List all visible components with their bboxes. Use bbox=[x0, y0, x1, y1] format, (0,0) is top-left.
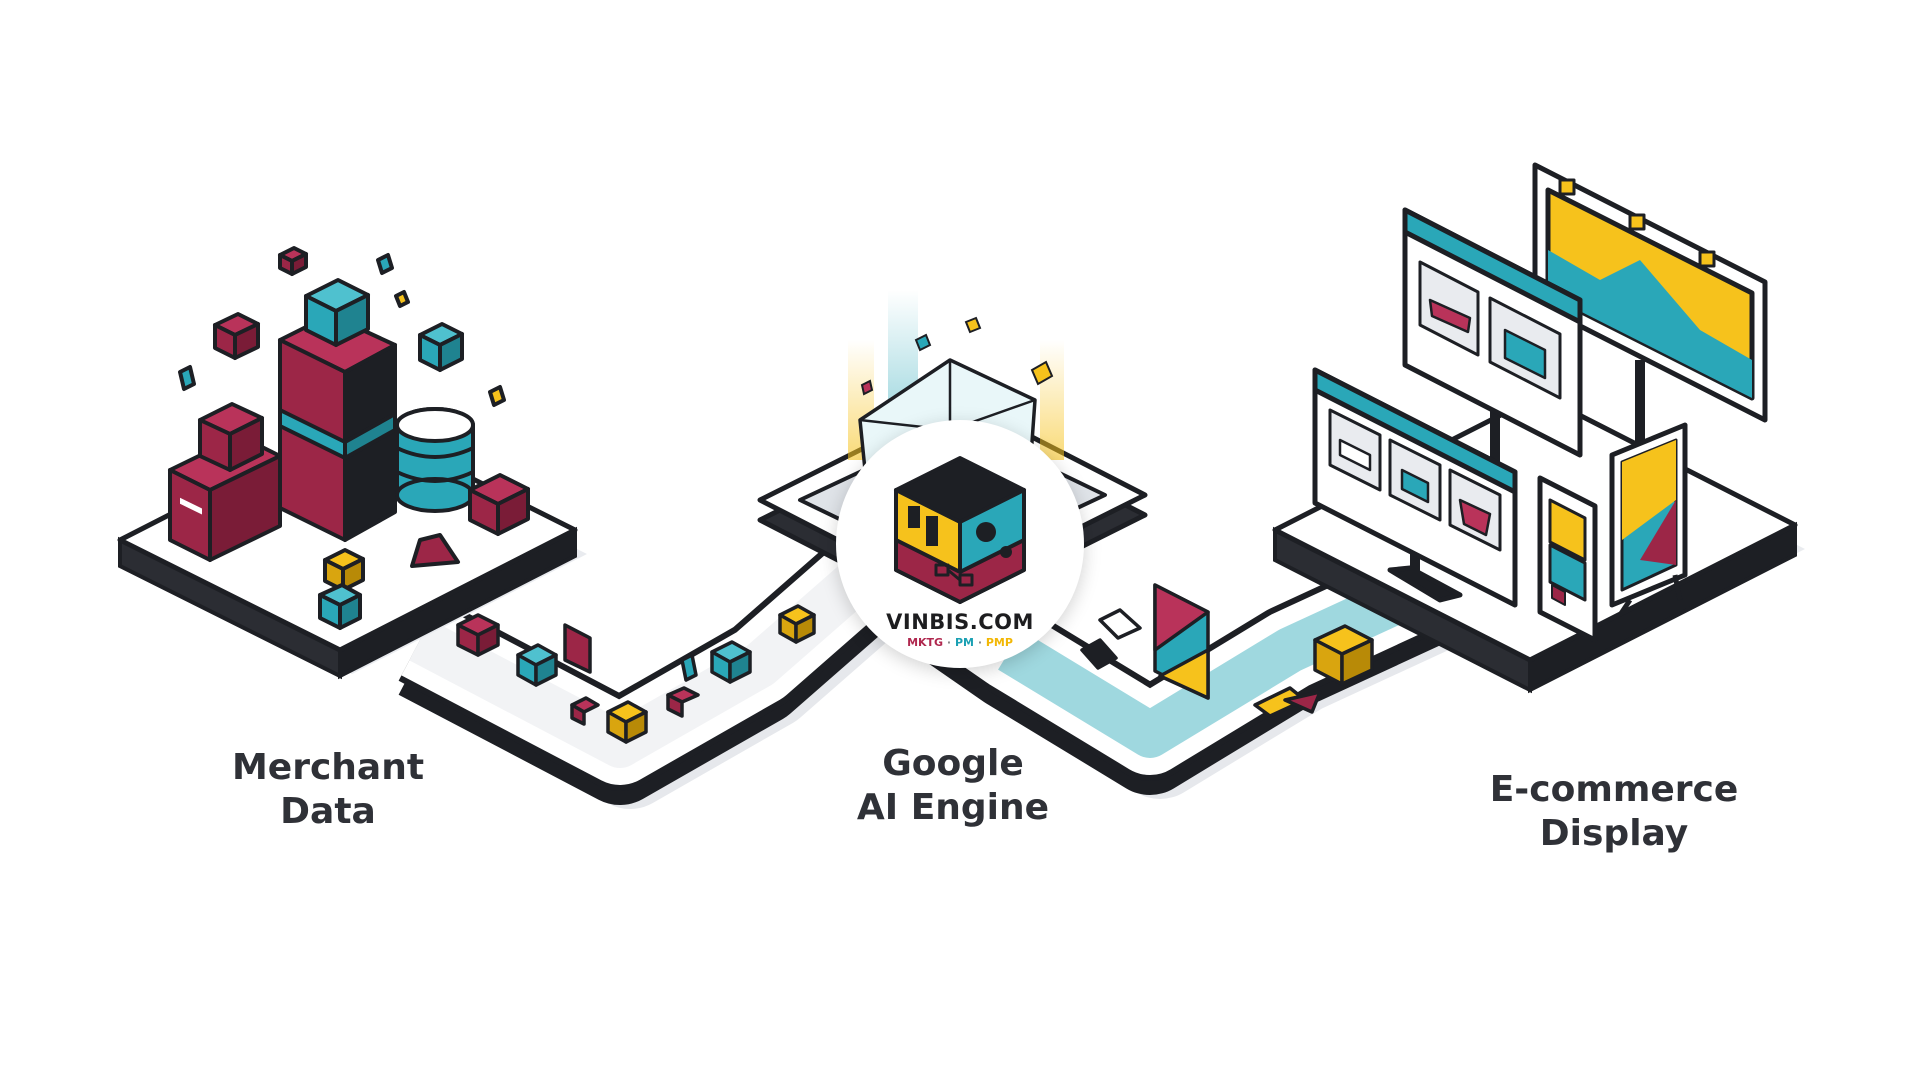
ecommerce-screens bbox=[1312, 162, 1768, 643]
vinbis-logo-badge: VINBIS.COM MKTG · PM · PMP bbox=[836, 420, 1084, 668]
logo-tag-pmp: PMP bbox=[985, 636, 1013, 649]
logo-tagline: MKTG · PM · PMP bbox=[836, 636, 1084, 649]
stage-label-line: E-commerce bbox=[1489, 769, 1739, 810]
logo-tag-pm: PM bbox=[954, 636, 974, 649]
conveyor-items-right bbox=[1080, 583, 1374, 718]
merchant-data-blocks bbox=[168, 246, 530, 630]
stage-label-merchant-data: Merchant Data bbox=[228, 746, 428, 834]
stage-label-line: Google bbox=[882, 743, 1024, 784]
stage-label-line: Merchant bbox=[231, 747, 425, 788]
cube-logo-icon bbox=[894, 456, 1026, 604]
stage-label-google-ai-engine: Google AI Engine bbox=[853, 742, 1053, 830]
logo-tag-mktg: MKTG bbox=[907, 636, 944, 649]
logo-tag-separator: · bbox=[977, 636, 982, 649]
stage-label-ecommerce-display: E-commerce Display bbox=[1484, 768, 1744, 856]
logo-name: VINBIS.COM bbox=[886, 610, 1034, 634]
stage-label-line: AI Engine bbox=[856, 787, 1050, 828]
stage-label-line: Data bbox=[280, 791, 376, 832]
stage-label-line: Display bbox=[1539, 813, 1689, 854]
conveyor-items-left bbox=[456, 604, 816, 744]
logo-tag-separator: · bbox=[946, 636, 952, 649]
